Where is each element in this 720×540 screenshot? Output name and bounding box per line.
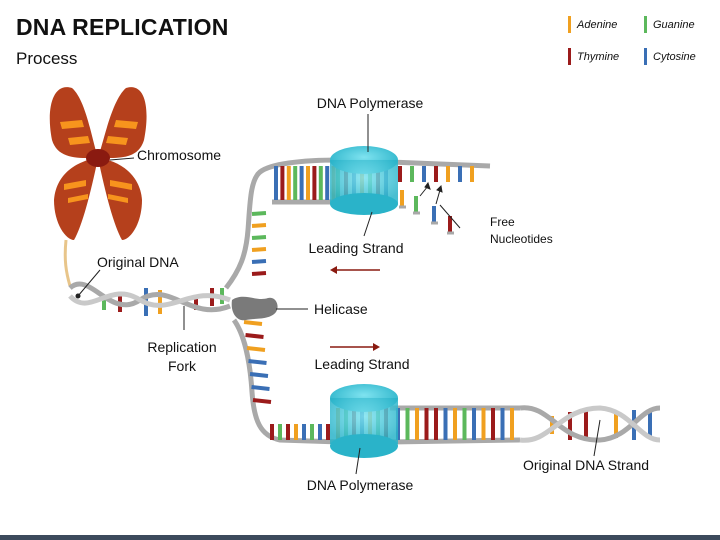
label-original-dna: Original DNA (97, 254, 179, 270)
base-pair (251, 211, 267, 216)
dna-polymerase-bottom (330, 384, 398, 458)
centromere (86, 149, 110, 167)
label-chromosome: Chromosome (137, 147, 221, 163)
label-helicase: Helicase (314, 301, 368, 317)
legend-item-guanine: Guanine (644, 16, 695, 33)
legend-item-adenine: Adenine (568, 16, 617, 33)
lower-backbone (231, 318, 341, 445)
legend: Adenine Guanine Thymine Cytosine (568, 12, 718, 72)
legend-label-thymine: Thymine (577, 50, 620, 63)
label-replication-fork-1: Replication (147, 339, 216, 355)
legend-label-adenine: Adenine (577, 18, 618, 31)
free-nucleotides (399, 190, 454, 235)
base-pair (251, 271, 267, 276)
legend-swatch-cytosine (644, 48, 647, 65)
label-dna-polymerase-bottom: DNA Polymerase (307, 477, 414, 493)
label-free-1: Free (490, 215, 515, 229)
base-pair (245, 333, 264, 339)
upper-backbone (224, 157, 491, 290)
base-pair (251, 235, 267, 240)
leader-lines (77, 114, 601, 475)
base-pair (243, 320, 263, 326)
label-leading-strand-top: Leading Strand (309, 240, 404, 256)
base-pair (248, 359, 267, 365)
label-free-2: Nucleotides (490, 232, 553, 246)
legend-swatch-thymine (568, 48, 571, 65)
label-replication-fork-2: Fork (168, 358, 197, 374)
base-pair (249, 372, 269, 378)
leading-strand-arrow-right (330, 343, 380, 351)
page-subtitle: Process (16, 49, 78, 68)
base-pair (246, 346, 266, 352)
helicase-enzyme (231, 296, 278, 321)
original-dna-helix (68, 281, 231, 313)
legend-label-guanine: Guanine (653, 18, 695, 31)
chromosome (49, 87, 147, 287)
label-dna-polymerase-top: DNA Polymerase (317, 95, 424, 111)
legend-item-thymine: Thymine (568, 48, 619, 65)
original-dna-strand-helix (519, 405, 661, 443)
base-pair (252, 398, 272, 404)
leading-strand-arrow-left (330, 266, 380, 274)
legend-item-cytosine: Cytosine (644, 48, 696, 65)
base-pair (251, 385, 270, 391)
base-pair (251, 223, 267, 228)
legend-swatch-guanine (644, 16, 647, 33)
dna-polymerase-top (330, 146, 398, 215)
page-title: DNA REPLICATION (16, 14, 229, 40)
nucleotide-arrows (419, 181, 461, 229)
label-original-dna-strand: Original DNA Strand (523, 457, 649, 473)
legend-swatch-adenine (568, 16, 571, 33)
base-pair (251, 259, 267, 264)
dna-thread (63, 239, 72, 287)
label-leading-strand-bottom: Leading Strand (315, 356, 410, 372)
lower-backbone-right (389, 437, 521, 445)
base-pair (251, 247, 267, 252)
bottom-bar (0, 535, 720, 540)
legend-label-cytosine: Cytosine (653, 50, 696, 63)
